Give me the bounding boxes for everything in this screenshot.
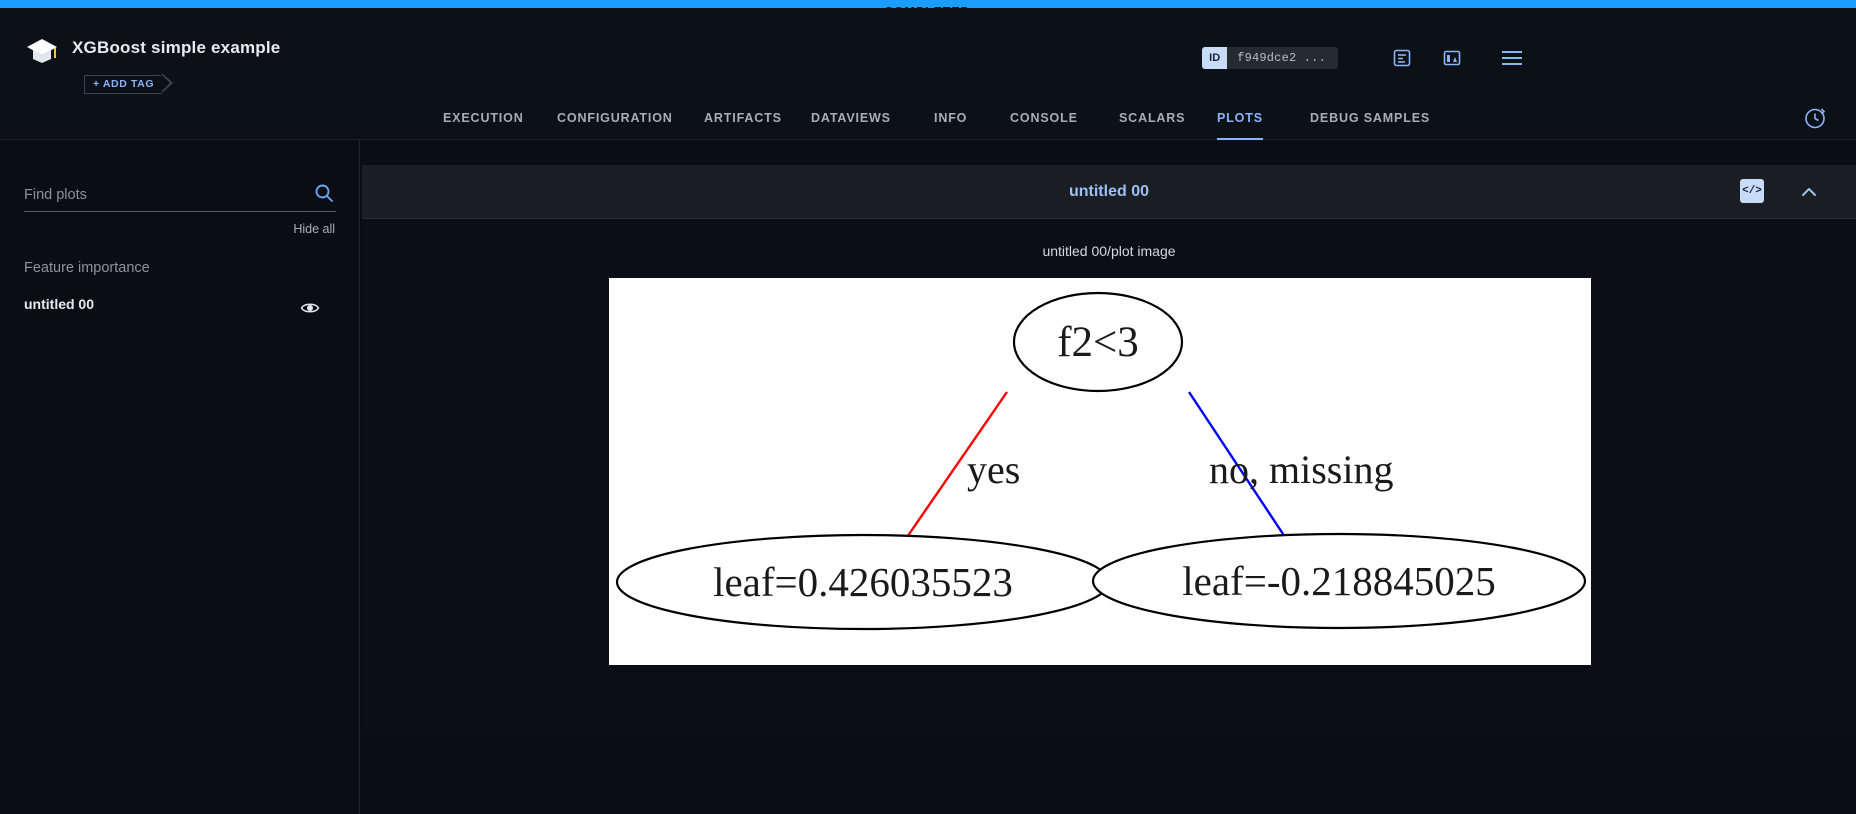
tree-node-right [1091, 532, 1587, 630]
search-icon[interactable] [314, 183, 334, 203]
tab-info[interactable]: INFO [934, 111, 968, 125]
id-chip-label: ID [1202, 47, 1228, 69]
history-clock-icon[interactable] [1802, 105, 1828, 131]
edge-label-no-missing: no, missing [1209, 447, 1393, 492]
plot-card: untitled 00 </> untitled 00/plot image [362, 165, 1856, 733]
plot-card-title: untitled 00 [1068, 183, 1149, 200]
plots-sidebar: Hide all Feature importance untitled 00 [0, 140, 360, 814]
report-icon[interactable] [1388, 44, 1416, 72]
app-header: XGBoost simple example + ADD TAG ID f949… [0, 8, 1856, 103]
search-row [24, 180, 336, 212]
edge-no-line [1187, 391, 1289, 541]
tree-node-root [1012, 291, 1184, 393]
decision-tree-graphic: f2<3 leaf=0.426035523 leaf=-0.218845025 … [609, 278, 1591, 665]
tree-node-root-label: f2<3 [1057, 319, 1139, 366]
tab-scalars[interactable]: SCALARS [1119, 111, 1186, 125]
tab-configuration[interactable]: CONFIGURATION [557, 111, 673, 125]
code-brackets-icon[interactable]: </> [1740, 179, 1764, 203]
plot-image-caption: untitled 00/plot image [1042, 243, 1176, 259]
tab-dataviews[interactable]: DATAVIEWS [811, 111, 891, 125]
graduation-cap-icon [27, 39, 57, 63]
edge-label-yes: yes [967, 447, 1020, 492]
code-icon-label: </> [1742, 185, 1762, 197]
tree-node-left-label: leaf=0.426035523 [713, 559, 1013, 605]
plot-group-title: Feature importance [24, 260, 150, 276]
tab-plots[interactable]: PLOTS [1217, 98, 1263, 140]
id-chip-value: f949dce2 ... [1237, 51, 1326, 65]
tag-arrow-shape [161, 73, 174, 93]
main-tab-bar: EXECUTION CONFIGURATION ARTIFACTS DATAVI… [0, 98, 1856, 140]
tab-artifacts[interactable]: ARTIFACTS [704, 111, 782, 125]
plot-item-label: untitled 00 [24, 296, 95, 312]
chevron-up-icon[interactable] [1798, 181, 1820, 203]
tab-debug-samples[interactable]: DEBUG SAMPLES [1310, 111, 1431, 125]
plot-image: f2<3 leaf=0.426035523 leaf=-0.218845025 … [609, 278, 1591, 665]
eye-icon[interactable] [300, 298, 320, 318]
tab-execution[interactable]: EXECUTION [443, 111, 524, 125]
page-title: XGBoost simple example [72, 38, 281, 57]
tree-node-right-label: leaf=-0.218845025 [1182, 558, 1495, 604]
compare-icon[interactable] [1438, 44, 1466, 72]
edge-yes-line [904, 391, 1008, 541]
hide-all-link[interactable]: Hide all [293, 222, 335, 236]
list-item[interactable]: untitled 00 [0, 288, 360, 328]
hamburger-menu-icon[interactable] [1498, 44, 1526, 72]
search-input[interactable] [24, 180, 294, 210]
plot-card-header: untitled 00 </> [362, 165, 1856, 219]
experiment-id-chip[interactable]: ID f949dce2 ... [1202, 47, 1338, 69]
add-tag-label: + ADD TAG [84, 75, 163, 94]
add-tag-button[interactable]: + ADD TAG [84, 73, 174, 94]
plots-main-area: untitled 00 </> untitled 00/plot image [361, 140, 1856, 814]
tab-console[interactable]: CONSOLE [1010, 111, 1078, 125]
